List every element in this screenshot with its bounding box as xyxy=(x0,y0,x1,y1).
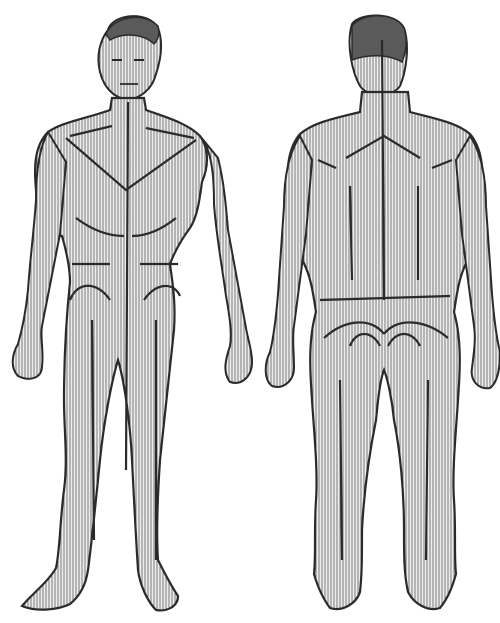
front-view-figure xyxy=(13,16,252,610)
front-right-arm xyxy=(200,136,252,383)
front-left-arm xyxy=(13,132,66,379)
back-hair xyxy=(352,16,406,62)
back-view-figure xyxy=(266,15,500,609)
back-body xyxy=(287,92,482,609)
